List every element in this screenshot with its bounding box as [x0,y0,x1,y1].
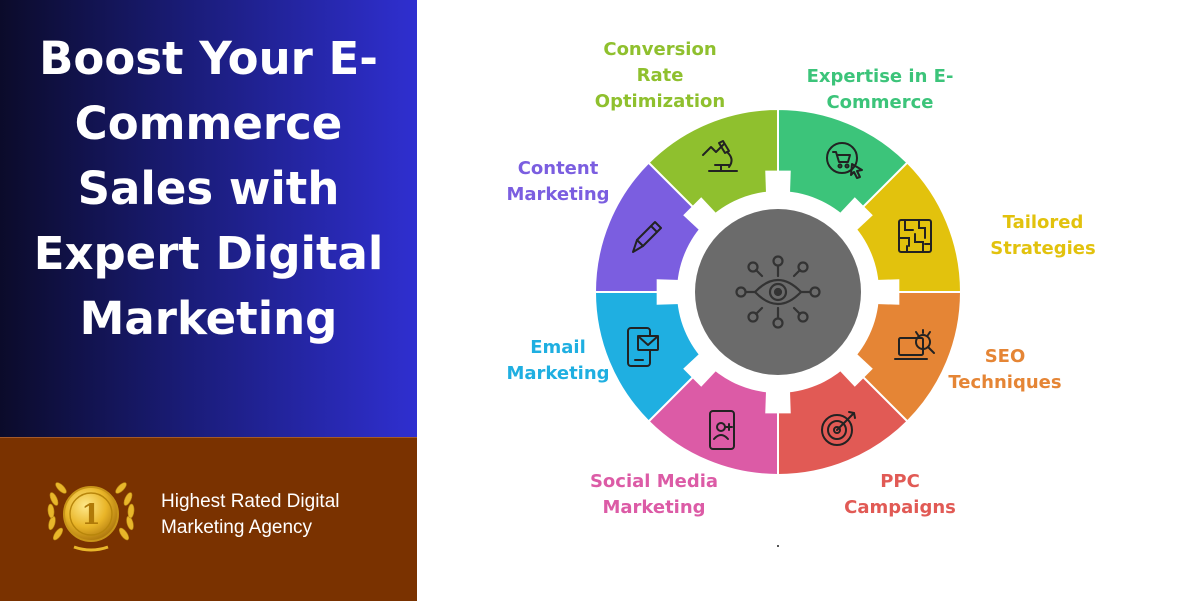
award-line: Highest Rated Digital [161,491,340,512]
label-expertise-in-ecommerce: Expertise in E- Commerce [780,64,980,116]
label-line: Marketing [506,363,610,384]
headline-line: Expert Digital [33,227,384,280]
eye-network-icon [735,255,821,329]
shopping-cart-cursor-icon [826,142,863,179]
award-text: Highest Rated Digital Marketing Agency [161,489,401,541]
wheel-notch [765,389,791,414]
label-line: Techniques [948,372,1062,393]
headline-line: Commerce [74,97,343,150]
label-line: Campaigns [844,497,956,518]
label-conversion-rate-optimization: Conversion Rate Optimization [560,37,760,115]
label-line: Optimization [594,91,726,112]
label-line: Commerce [826,92,934,113]
headline: Boost Your E- Commerce Sales with Expert… [0,26,417,351]
headline-panel: Boost Your E- Commerce Sales with Expert… [0,0,417,437]
gold-medal-icon: 1 [47,482,135,552]
svg-text:1: 1 [81,498,100,531]
label-line: SEO [984,346,1026,367]
label-line: Marketing [602,497,706,518]
label-line: Strategies [990,238,1096,259]
label-line: Rate [636,65,684,86]
label-line: Tailored [1002,212,1084,233]
label-line: Content [517,158,599,179]
laptop-search-icon [894,329,935,360]
wheel-notch [683,197,718,232]
microscope-chart-icon [702,140,738,172]
wheel-notch [838,197,873,232]
label-email-marketing: Email Marketing [488,335,628,387]
label-line: Conversion [603,39,717,60]
label-line: Email [530,337,586,358]
label-content-marketing: Content Marketing [488,156,628,208]
services-wheel [593,107,963,477]
headline-line: Boost Your E- [39,32,378,85]
wheel-notch [875,279,900,305]
target-arrow-icon [821,411,856,446]
label-ppc-campaigns: PPC Campaigns [820,469,980,521]
label-tailored-strategies: Tailored Strategies [963,210,1123,262]
label-line: Marketing [506,184,610,205]
wheel-segments [593,107,963,477]
phone-mail-icon [627,327,659,367]
label-social-media-marketing: Social Media Marketing [574,469,734,521]
headline-line: Marketing [79,292,338,345]
wheel-notch [656,279,681,305]
label-line: PPC [880,471,920,492]
label-line: Expertise in E- [806,66,954,87]
label-line: Social Media [589,471,719,492]
wheel-notch [683,352,718,387]
wheel-notch [838,352,873,387]
award-line: Marketing Agency [161,517,313,538]
wheel-notch [765,170,791,195]
headline-line: Sales with [77,162,340,215]
phone-add-user-icon [709,410,735,450]
panel-divider [417,0,419,600]
stray-dot [777,545,779,547]
maze-icon [898,219,932,253]
label-seo-techniques: SEO Techniques [925,344,1085,396]
pen-icon [632,221,662,253]
